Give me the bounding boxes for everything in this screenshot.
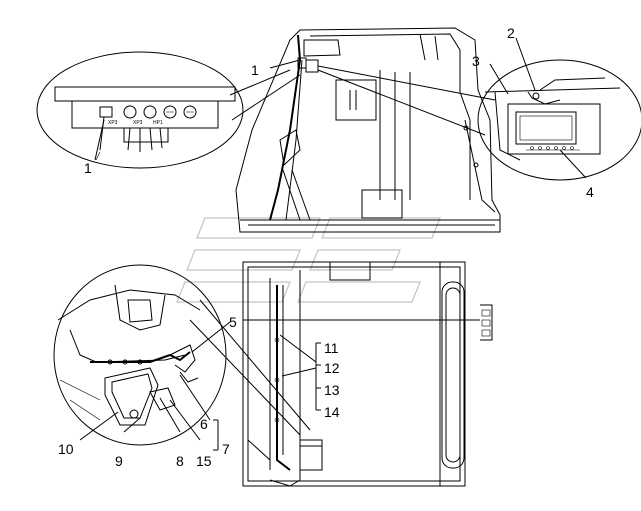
callout-12: 12 xyxy=(324,360,340,376)
callout-10: 10 xyxy=(58,441,74,457)
callout-11: 11 xyxy=(324,340,339,356)
connector-label-hp1: HP1 xyxy=(153,120,163,126)
detail-bubble-steering-column xyxy=(53,264,227,446)
callout-14: 14 xyxy=(324,404,340,420)
callout-6: 6 xyxy=(200,416,208,432)
callout-7: 7 xyxy=(222,441,230,457)
callout-1-top: 1 xyxy=(251,62,259,78)
callout-2: 2 xyxy=(507,25,515,41)
callout-1-left: 1 xyxy=(84,160,92,176)
callout-13: 13 xyxy=(324,382,340,398)
callout-9: 9 xyxy=(115,453,123,469)
floor-plan-view xyxy=(189,261,493,487)
detail-bubble-monitor-front xyxy=(477,59,641,181)
connector-label-xp3-a: XP3 xyxy=(108,120,118,126)
connector-label-xp3-b: XP3 xyxy=(133,120,143,126)
leader-lines xyxy=(79,37,587,441)
leader-11-12 xyxy=(279,334,317,363)
watermark-logo xyxy=(176,217,441,303)
callout-3: 3 xyxy=(472,53,480,69)
callout-8: 8 xyxy=(176,453,184,469)
callout-bracket-6-7 xyxy=(213,419,219,451)
callout-4: 4 xyxy=(586,184,594,200)
callout-15: 15 xyxy=(196,453,212,469)
callout-5: 5 xyxy=(229,314,237,330)
cab-side-view xyxy=(235,27,501,233)
